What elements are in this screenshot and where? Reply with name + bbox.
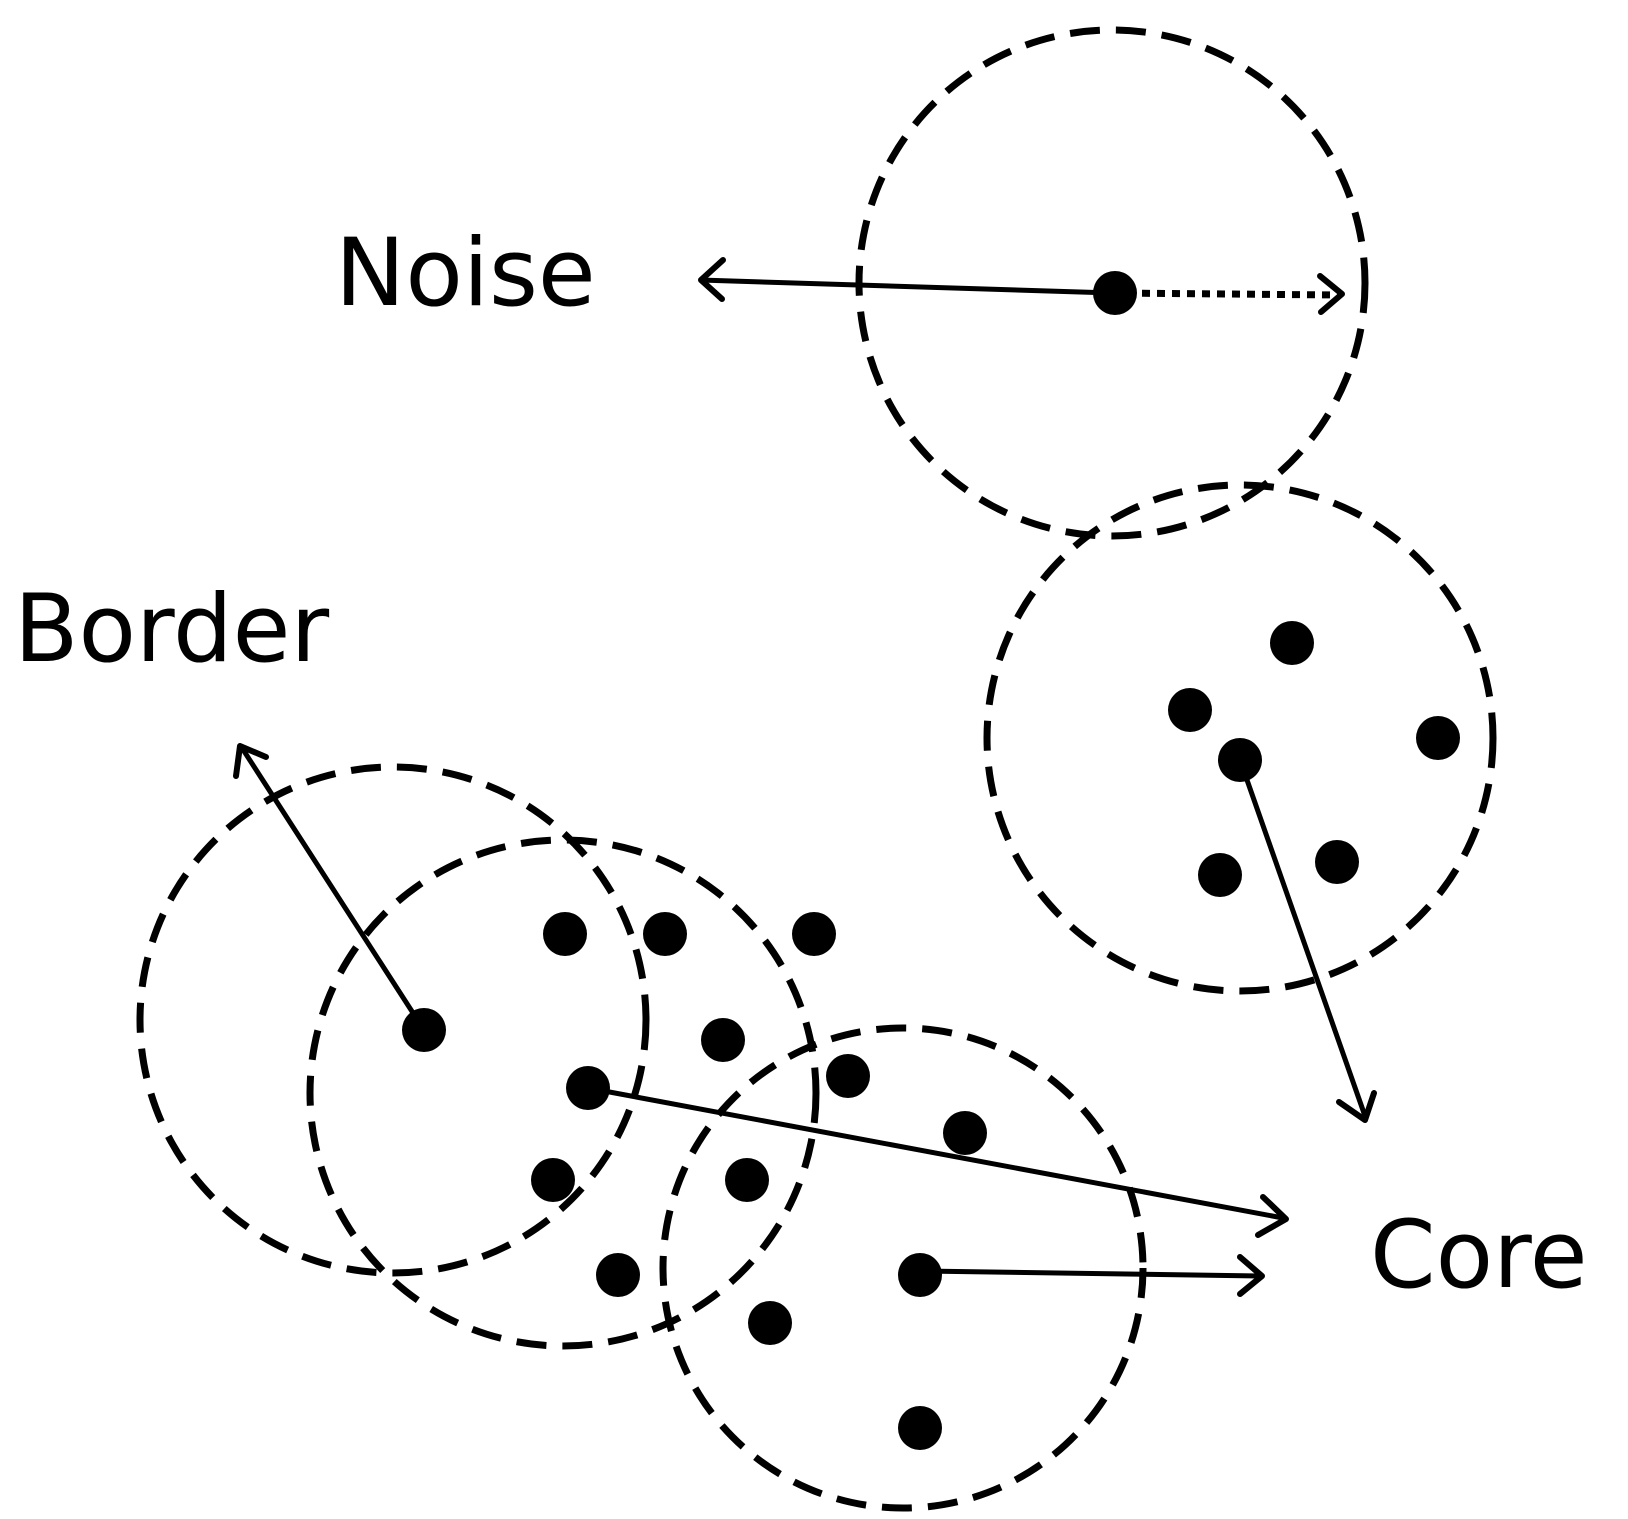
border-label: Border [14, 575, 329, 684]
data-point [1315, 840, 1359, 884]
core-middle-radius-arrow-line [587, 1085, 1284, 1221]
data-point [1198, 853, 1242, 897]
border-radius-arrow-head [233, 743, 269, 779]
data-point [543, 912, 587, 956]
core-neighborhood-circle-lower [659, 1024, 1147, 1512]
noise-solid-arrow-head [698, 257, 726, 302]
data-point [643, 912, 687, 956]
core-point [898, 1253, 942, 1297]
upper-cluster-radius-arrow-head [1336, 1090, 1377, 1123]
upper-cluster-neighborhood-circle [983, 481, 1497, 995]
noise-solid-arrow-line [699, 277, 1113, 296]
noise-dotted-arrow-head [1317, 273, 1345, 315]
core-middle-radius-arrow-head [1255, 1194, 1289, 1238]
data-point [1218, 738, 1262, 782]
core-lower-radius-arrow-head [1237, 1254, 1265, 1297]
core-neighborhood-circle-middle [306, 836, 820, 1350]
core-point [566, 1066, 610, 1110]
core-lower-radius-arrow-line [921, 1268, 1261, 1279]
data-point [1416, 716, 1460, 760]
noise-label: Noise [335, 219, 596, 328]
border-neighborhood-circle [136, 763, 650, 1277]
data-point [898, 1406, 942, 1450]
border-point [402, 1008, 446, 1052]
data-point [1168, 688, 1212, 732]
core-label: Core [1370, 1201, 1588, 1310]
data-point [725, 1158, 769, 1202]
data-point [792, 912, 836, 956]
data-point [596, 1253, 640, 1297]
noise-dotted-arrow-line [1111, 289, 1341, 299]
data-point [531, 1158, 575, 1202]
border-radius-arrow-line [239, 746, 427, 1032]
data-point [1270, 621, 1314, 665]
noise-point [1093, 271, 1137, 315]
data-point [701, 1018, 745, 1062]
data-point [943, 1111, 987, 1155]
data-point [826, 1054, 870, 1098]
data-point [748, 1301, 792, 1345]
upper-cluster-radius-arrow-line [1237, 759, 1368, 1117]
